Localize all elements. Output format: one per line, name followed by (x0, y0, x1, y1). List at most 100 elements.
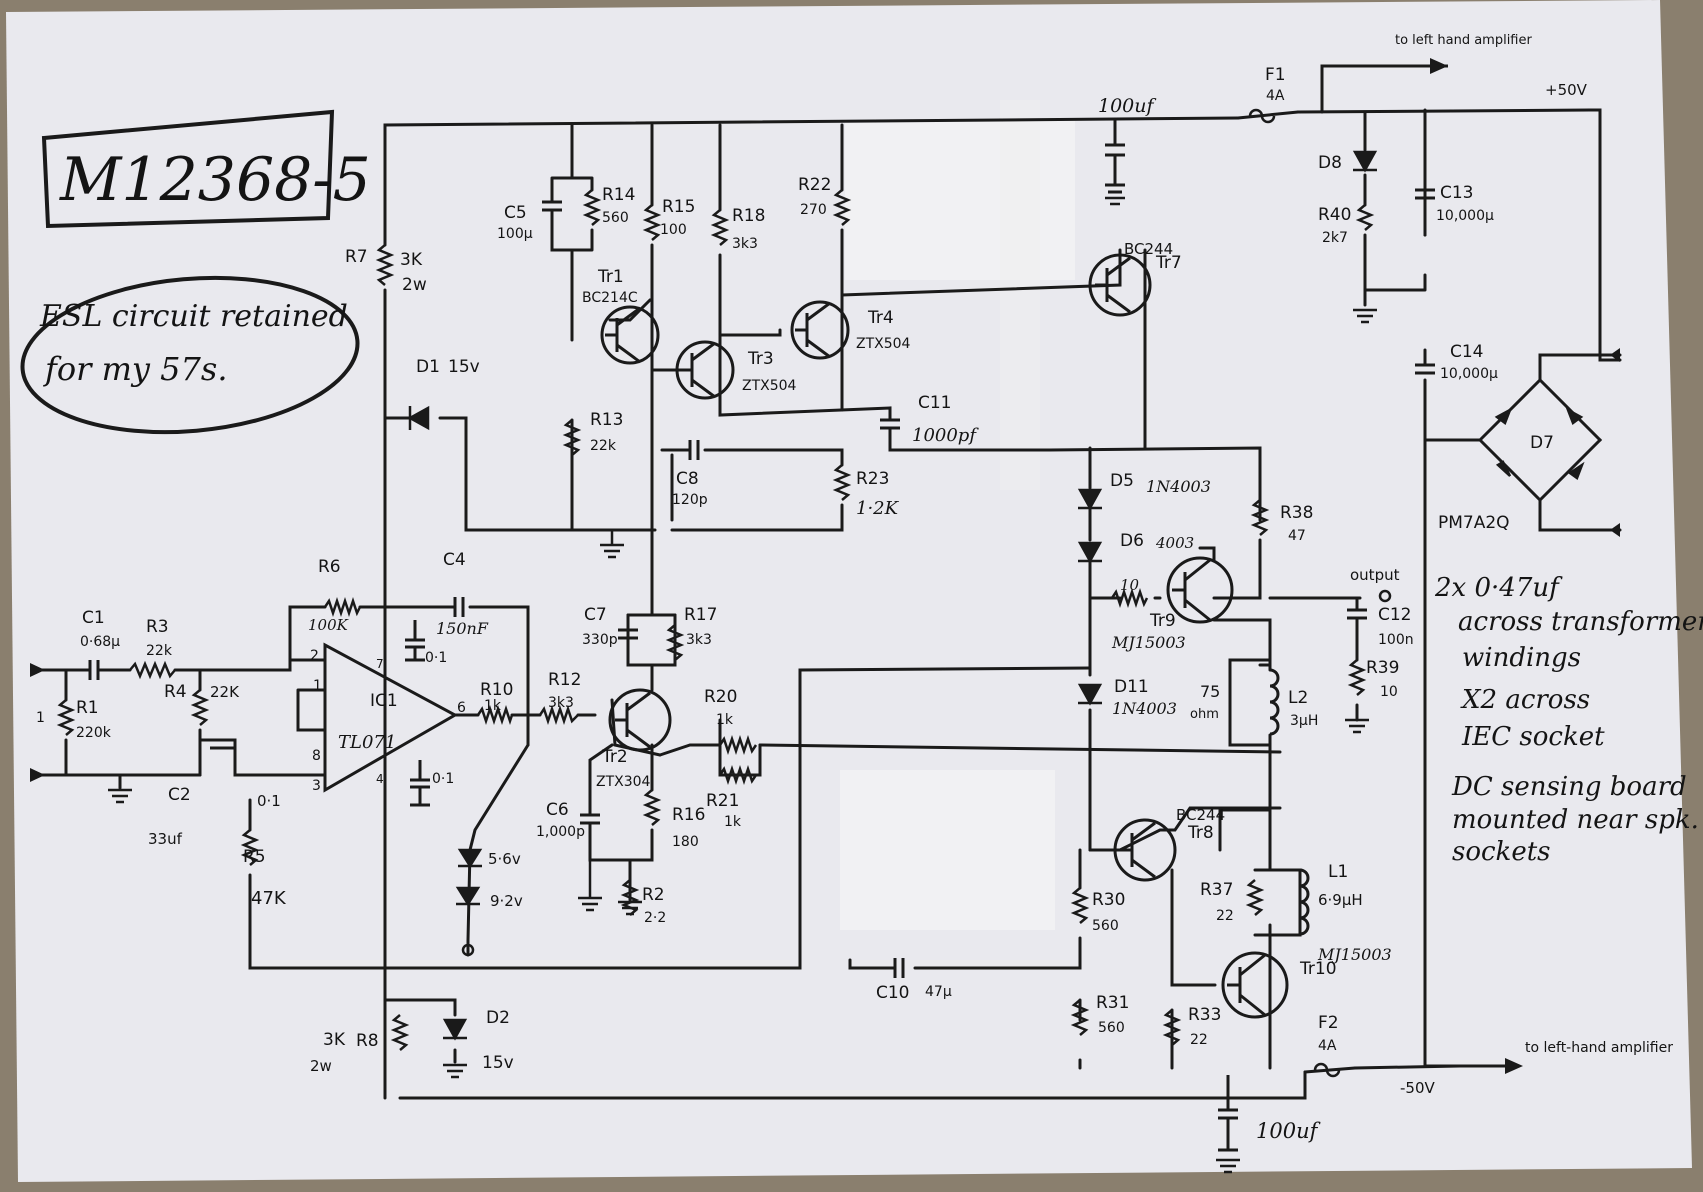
opamp-pin-6: 6 (457, 700, 466, 716)
resistor-r18 (710, 209, 730, 246)
label-r33: R33 (1188, 1005, 1221, 1025)
ground-icon (108, 788, 132, 804)
inductor-l2 (1269, 668, 1280, 736)
capacitor-100uf-top (1105, 118, 1125, 194)
resistor-r33 (1162, 1009, 1182, 1046)
diode-d11 (1077, 683, 1103, 706)
label-c3-value: 0·1 (425, 650, 447, 666)
label-l2-value: 3µH (1290, 713, 1318, 729)
label-c10-value: 47µ (925, 984, 952, 1000)
resistor-r6 (323, 597, 362, 617)
ground-symbols (108, 196, 1377, 1174)
label-c14: C14 (1450, 342, 1484, 362)
arrow-right-icon (1505, 1058, 1523, 1074)
opamp-pin-7: 7 (376, 657, 384, 671)
to-left-amp-bottom: to left-hand amplifier (1525, 1040, 1673, 1056)
label-tr2: Tr2 (601, 747, 628, 767)
label-c7: C7 (584, 605, 607, 625)
label-r4-value: 22K (210, 683, 240, 701)
label-ic1: IC1 (370, 691, 398, 711)
zener-92v (455, 886, 481, 907)
label-r39-value: 10 (1380, 684, 1398, 700)
transistor-tr9 (1166, 556, 1234, 624)
masked-area (1000, 100, 1040, 490)
label-d11-value: 1N4003 (1112, 699, 1177, 718)
supply-labels: to left hand amplifier +50V -50V to left… (1350, 33, 1673, 1097)
diode-d1 (407, 405, 430, 431)
label-r6: R6 (318, 557, 341, 577)
minus-50v: -50V (1400, 1079, 1435, 1097)
label-c7-value: 330p (582, 632, 618, 648)
fuse-f1 (1248, 108, 1276, 124)
label-f1: F1 (1265, 65, 1286, 85)
label-r10: R10 (480, 680, 513, 700)
label-75ohm: 75 (1200, 682, 1220, 701)
label-r17-value: 3k3 (686, 632, 712, 648)
label-c1-value: 0·68µ (80, 634, 120, 650)
label-r39: R39 (1366, 658, 1399, 678)
label-cap-top: 100uf (1098, 95, 1157, 117)
label-tr10-value: MJ15003 (1317, 945, 1392, 964)
resistors (56, 189, 1375, 1051)
label-d5-value: 1N4003 (1146, 477, 1211, 496)
arrow-left-icon (1610, 348, 1620, 362)
rectifier-label: PM7A2Q (1438, 513, 1510, 533)
label-tr9-value: MJ15003 (1111, 633, 1186, 652)
label-d6-value: 4003 (1155, 534, 1194, 552)
label-c2-value: 33uf (148, 830, 183, 848)
opamp-ic1 (323, 642, 459, 793)
label-d1: D1 (416, 357, 440, 377)
side-note: DC sensing board (1451, 772, 1687, 802)
label-r30: R30 (1092, 890, 1125, 910)
sheet-id-box (41, 109, 335, 229)
capacitor-c2 (210, 738, 235, 750)
label-r38: R38 (1280, 503, 1313, 523)
opamp-pin-1: 1 (313, 678, 322, 694)
resistor-r7 (375, 244, 395, 286)
label-r1-value: 220k (76, 725, 112, 741)
ground-icon (1353, 308, 1377, 324)
label-c9-value: 0·1 (432, 771, 454, 787)
label-r6-value: 100K (308, 616, 349, 634)
diodes (407, 150, 1585, 1041)
capacitor-c3 (405, 620, 425, 662)
capacitors (88, 118, 1435, 1152)
label-r7-watts: 2w (402, 275, 427, 295)
resistor-r39 (1347, 659, 1367, 696)
label-tr9: Tr9 (1149, 611, 1176, 631)
label-r4: R4 (164, 682, 187, 702)
label-l1: L1 (1328, 862, 1348, 882)
label-c4-value: 150nF (436, 619, 489, 638)
transistor-tr3 (675, 340, 735, 400)
label-r8-watts: 2w (310, 1057, 332, 1075)
resistor-r3 (129, 660, 176, 680)
circuit-wires (38, 64, 1622, 1100)
ground-icon (618, 900, 642, 916)
label-r40: R40 (1318, 205, 1351, 225)
side-note: X2 across (1460, 685, 1590, 715)
plus-50v: +50V (1545, 81, 1588, 99)
label-c5: C5 (504, 203, 527, 223)
label-r31: R31 (1096, 993, 1129, 1013)
label-c10: C10 (876, 983, 910, 1003)
fuses (1248, 108, 1341, 1078)
paper-sheet (6, 0, 1692, 1182)
resistor-r21 (718, 765, 758, 785)
masked-area (845, 120, 1075, 280)
resistor-r8 (390, 1014, 410, 1051)
label-r30-value: 560 (1092, 918, 1119, 934)
bridge-diode (1567, 461, 1585, 480)
label-r20-value: 1k (716, 712, 734, 728)
capacitor-c7 (618, 615, 638, 665)
label-r16: R16 (672, 805, 705, 825)
transistor-tr8 (1113, 818, 1177, 882)
opamp-pin-4: 4 (376, 772, 384, 786)
label-r21: R21 (706, 791, 739, 811)
capacitor-c6 (580, 790, 600, 860)
zener-56v (457, 848, 483, 869)
side-note: sockets (1452, 837, 1551, 867)
diode-d5 (1077, 488, 1103, 511)
capacitor-c8 (688, 440, 700, 460)
resistor-r13 (562, 419, 582, 456)
